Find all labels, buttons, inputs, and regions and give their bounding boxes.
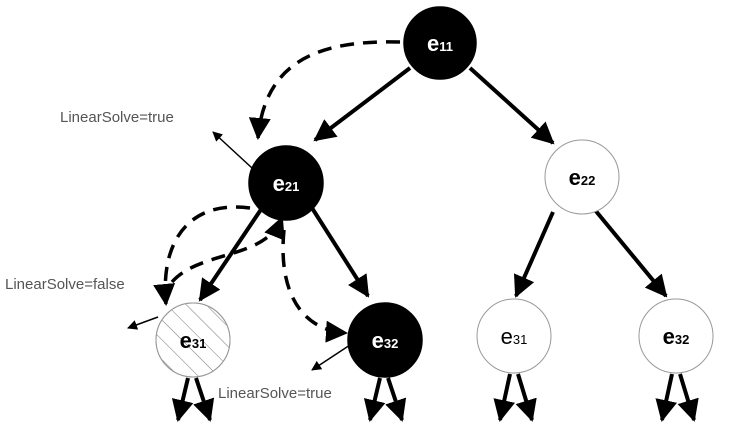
node-e31-hatched: e31 [155,302,231,378]
node-e22: e22 [544,139,620,215]
svg-text:e22: e22 [569,165,596,190]
traversal-e21-to-e31 [153,205,251,306]
annotation-e31-linearsolve: LinearSolve=false [5,276,125,293]
node-e31-empty: e31 [476,298,552,374]
edge-e21-e32 [310,206,370,298]
traversal-path [153,40,401,343]
edge-e22-e32 [593,208,668,298]
edge-e11-e21 [313,66,412,142]
edge-e22-e31 [513,211,555,298]
svg-text:e11: e11 [427,31,453,56]
leaf-stubs [171,373,699,422]
svg-text:e32: e32 [372,328,399,353]
annotation-e32-linearsolve: LinearSolve=true [218,385,332,402]
svg-text:e21: e21 [273,171,300,196]
annotation-pointers [127,131,351,371]
annotation-e21-linearsolve: LinearSolve=true [60,109,174,126]
tree-edges [198,66,668,302]
svg-text:e31: e31 [501,324,528,349]
traversal-e31-to-e21 [170,216,285,284]
node-e32-filled: e32 [347,302,423,378]
node-e11: e11 [403,6,477,80]
edge-e21-e31 [198,206,264,302]
node-e21: e21 [248,145,324,221]
svg-text:e31: e31 [180,328,207,353]
traversal-e21-to-e32 [281,229,348,343]
node-e32-empty: e32 [638,298,714,374]
traversal-e11-to-e21 [248,40,401,140]
edge-e11-e22 [468,66,555,145]
svg-text:e32: e32 [663,324,690,349]
